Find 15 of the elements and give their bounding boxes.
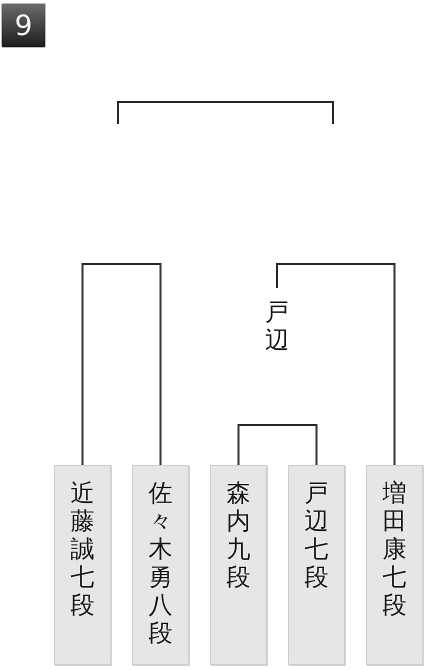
number-badge: 9 bbox=[1, 3, 46, 48]
player-name: 増田康七段 bbox=[382, 479, 408, 619]
player-card bbox=[366, 465, 423, 665]
player-name: 森内九段 bbox=[226, 479, 252, 591]
bracket-line bbox=[82, 263, 162, 465]
player-name: 近藤誠七段 bbox=[70, 479, 96, 619]
player-name: 戸辺七段 bbox=[304, 479, 330, 591]
player-card bbox=[54, 465, 111, 665]
player-card bbox=[288, 465, 345, 665]
player-name: 佐々木勇八段 bbox=[148, 479, 174, 647]
player-card bbox=[132, 465, 189, 665]
bracket-line bbox=[238, 424, 318, 465]
player-card bbox=[210, 465, 267, 665]
bracket-line bbox=[276, 263, 396, 465]
winner-name: 戸辺 bbox=[263, 298, 291, 354]
